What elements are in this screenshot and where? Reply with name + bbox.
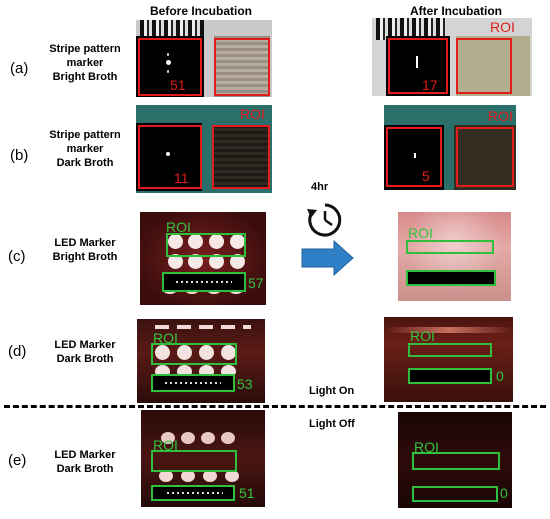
row-label-c: (c): [8, 248, 26, 265]
light-on-label: Light On: [309, 385, 355, 397]
qr-code-icon: [376, 18, 446, 40]
roi-label: ROI: [490, 19, 515, 35]
roi-box-bottom: [408, 368, 492, 384]
roi-box-top: [151, 450, 237, 472]
roi-label: ROI: [414, 439, 439, 455]
image-d-before: ROI 53: [137, 319, 265, 403]
roi-box-stripe: [214, 38, 270, 96]
count-label: 57: [248, 275, 264, 291]
roi-box-fft: [386, 127, 442, 187]
signal-strip: [406, 270, 496, 286]
count-label: 0: [500, 485, 508, 501]
row-label-d: (d): [8, 343, 27, 360]
count-label: 0: [496, 368, 504, 384]
fft-peak: [414, 153, 416, 158]
roi-box-top: [412, 452, 500, 470]
stripe-marker: [212, 125, 270, 189]
count-label: 51: [239, 485, 255, 501]
roi-box-top: [406, 240, 494, 254]
header-before: Before Incubation: [150, 4, 253, 18]
count-label: 51: [170, 77, 186, 93]
header-after: After Incubation: [410, 4, 502, 18]
roi-label: ROI: [166, 219, 191, 235]
image-d-after: ROI 0: [384, 317, 513, 402]
stripe-marker: [454, 125, 516, 190]
count-label: 53: [237, 376, 253, 392]
image-e-before: ROI 51: [141, 410, 265, 507]
count-label: 11: [174, 170, 189, 186]
arrow-right-icon: [301, 239, 354, 277]
roi-box-top: [166, 233, 246, 257]
image-a-before: 51: [136, 20, 272, 97]
row-label-e: (e): [8, 452, 27, 469]
image-c-before: ROI 57: [140, 212, 266, 305]
roi-label: ROI: [410, 328, 435, 344]
fft-peak: [166, 152, 170, 156]
roi-box-top: [151, 343, 237, 365]
roi-box-fft: [138, 38, 202, 96]
roi-box-bottom: [412, 486, 498, 502]
roi-label: ROI: [153, 330, 178, 346]
roi-box-fft: [388, 38, 448, 94]
roi-box-stripe: [212, 125, 270, 189]
image-b-after: ROI 5: [384, 105, 516, 190]
roi-box-bottom: [406, 270, 496, 286]
fft-peak: [416, 56, 418, 68]
roi-box-fft: [138, 125, 202, 189]
roi-box-bottom: [151, 374, 235, 392]
image-e-after: ROI 0: [398, 412, 512, 508]
stripe-marker: [456, 36, 530, 96]
roi-box-bottom: [151, 485, 235, 501]
stripe-marker: [214, 36, 270, 97]
clock-icon: [307, 203, 342, 237]
light-off-label: Light Off: [309, 418, 355, 430]
count-label: 5: [422, 168, 430, 184]
row-label-a: (a): [10, 60, 29, 77]
image-b-before: ROI 11: [136, 105, 272, 193]
fft-peak: [166, 60, 171, 65]
time-label: 4hr: [311, 181, 329, 193]
roi-label: ROI: [240, 106, 265, 122]
roi-label: ROI: [408, 225, 433, 241]
roi-label: ROI: [488, 108, 513, 124]
signal-strip: [408, 369, 492, 383]
row-label-b: (b): [10, 147, 29, 164]
roi-box-bottom: [162, 272, 246, 292]
count-label: 17: [422, 77, 438, 93]
roi-box-stripe: [456, 127, 514, 187]
fft-panel: [136, 123, 202, 191]
roi-box-top: [408, 343, 492, 357]
separator-line: [4, 405, 546, 408]
image-a-after: ROI 17: [372, 18, 532, 96]
fft-panel: [386, 36, 450, 96]
fft-panel: [136, 36, 204, 97]
roi-label: ROI: [153, 437, 178, 453]
roi-box-stripe: [456, 38, 512, 94]
image-c-after: ROI: [398, 212, 511, 301]
